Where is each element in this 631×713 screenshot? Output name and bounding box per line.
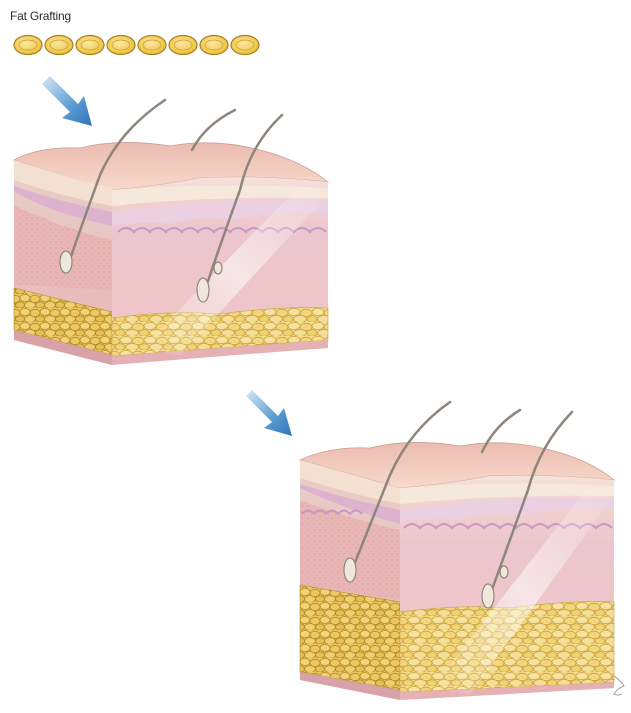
arrow-down-right-icon [42, 76, 92, 126]
arrow-down-right-icon [246, 390, 292, 436]
fat-graft-cells [14, 36, 259, 55]
fat-cell-icon [200, 36, 228, 55]
skin-block-before [14, 100, 328, 365]
fat-cell-icon [45, 36, 73, 55]
fat-cell-icon [14, 36, 42, 55]
skin-block-after [300, 402, 624, 700]
fat-layer-thick-side [300, 585, 400, 690]
artist-signature-icon [614, 676, 624, 695]
fat-cell-icon [138, 36, 166, 55]
fat-cell-icon [169, 36, 197, 55]
fat-cell-icon [231, 36, 259, 55]
fat-cell-icon [76, 36, 104, 55]
fat-cell-icon [107, 36, 135, 55]
